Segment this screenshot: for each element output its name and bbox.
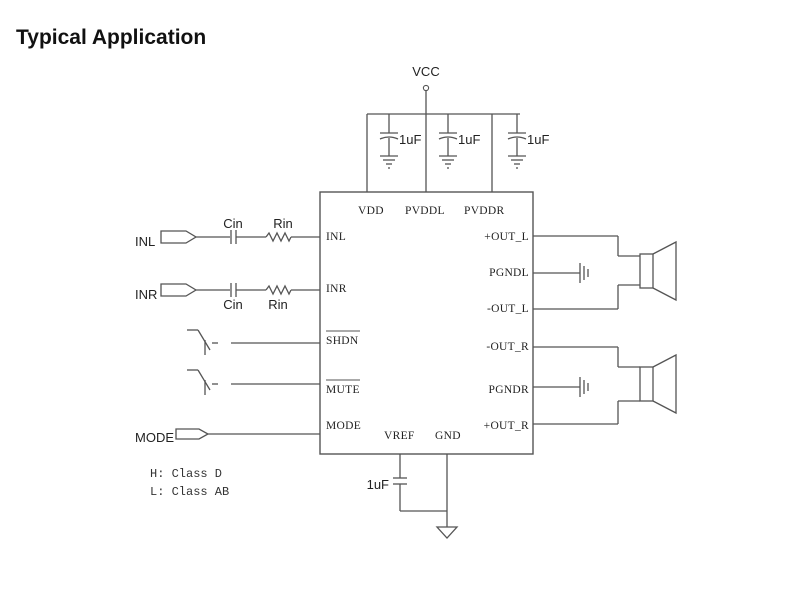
decoupling-capacitor-3 <box>507 114 527 169</box>
pin-pgndl: PGNDL <box>489 267 529 279</box>
mode-note-low: L: Class AB <box>150 485 229 499</box>
mode-input-connector <box>175 428 320 440</box>
amplifier-ic <box>319 191 534 455</box>
pin-out-r-neg: -OUT_R <box>486 341 529 353</box>
pin-shdn: SHDN <box>326 335 359 347</box>
vref-cap-label: 1uF <box>367 477 389 492</box>
pin-pgndr: PGNDR <box>489 384 530 396</box>
shdn-switch <box>187 329 320 355</box>
page-title: Typical Application <box>16 26 207 49</box>
pin-vdd: VDD <box>358 205 384 217</box>
pin-out-l-pos: +OUT_L <box>484 231 529 243</box>
inr-input-connector <box>160 283 320 297</box>
ground-symbol <box>435 454 459 539</box>
rin-right-label: Rin <box>268 297 288 312</box>
decoupling-cap-3-label: 1uF <box>527 132 549 147</box>
mute-switch <box>187 369 320 395</box>
input-inl-label: INL <box>135 234 155 249</box>
pin-pvddl: PVDDL <box>405 205 445 217</box>
vref-capacitor <box>393 454 447 512</box>
pin-inl: INL <box>326 231 346 243</box>
decoupling-cap-1-label: 1uF <box>399 132 421 147</box>
cin-right-label: Cin <box>223 297 243 312</box>
speaker-right-icon <box>639 353 677 415</box>
pin-inr: INR <box>326 283 347 295</box>
decoupling-cap-2-label: 1uF <box>458 132 480 147</box>
pin-vref: VREF <box>384 430 415 442</box>
pin-out-l-neg: -OUT_L <box>487 303 529 315</box>
pin-pvddr: PVDDR <box>464 205 505 217</box>
pin-gnd: GND <box>435 430 461 442</box>
input-mode-label: MODE <box>135 430 174 445</box>
inl-input-connector <box>160 230 320 244</box>
speaker-left-icon <box>639 240 677 302</box>
left-output-wiring <box>533 235 640 310</box>
decoupling-capacitor-2 <box>438 114 458 169</box>
vcc-label: VCC <box>412 64 439 79</box>
mode-note-high: H: Class D <box>150 467 222 481</box>
pin-mute: MUTE <box>326 384 360 396</box>
vcc-supply <box>366 84 520 192</box>
rin-left-label: Rin <box>273 216 293 231</box>
vcc-terminal <box>422 84 430 92</box>
input-inr-label: INR <box>135 287 157 302</box>
pin-out-r-pos: +OUT_R <box>484 420 529 432</box>
pin-mode: MODE <box>326 420 361 432</box>
decoupling-capacitor-1 <box>379 114 399 169</box>
right-output-wiring <box>533 346 640 425</box>
cin-left-label: Cin <box>223 216 243 231</box>
